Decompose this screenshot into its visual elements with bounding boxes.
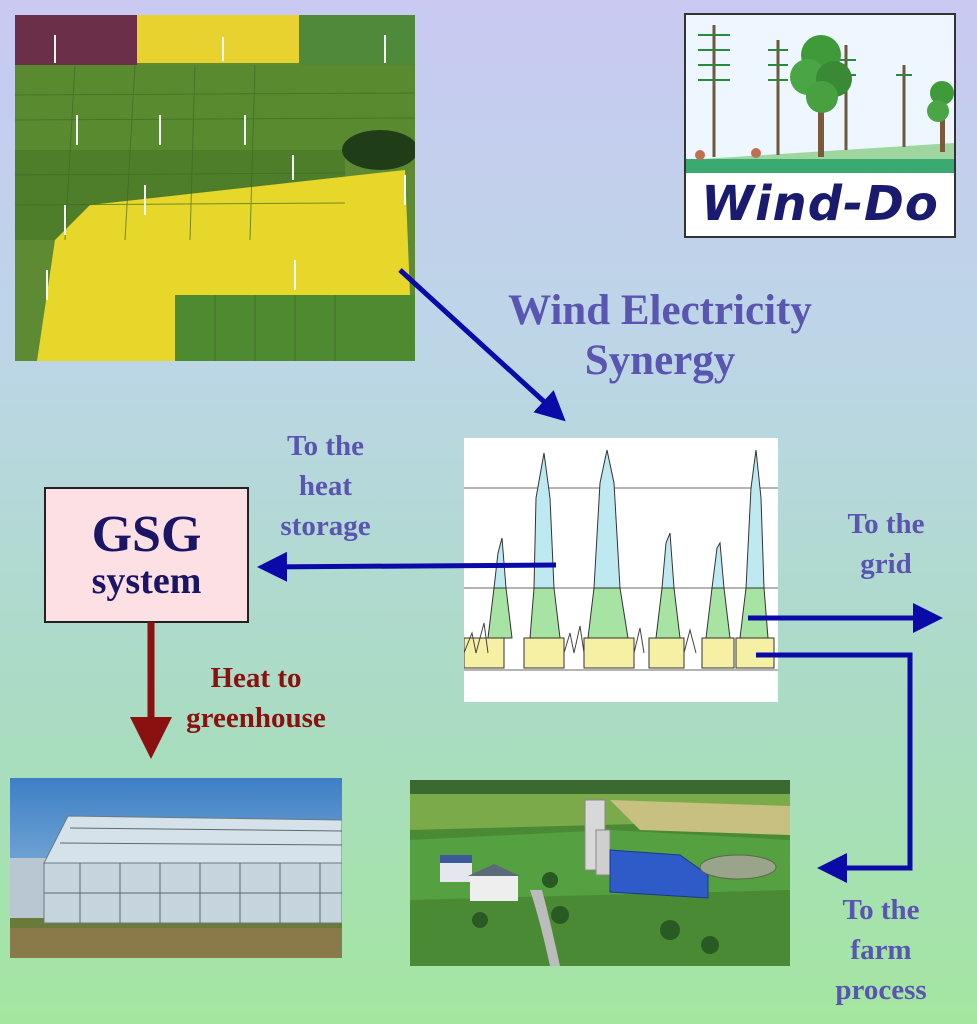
farm-photo <box>410 780 790 966</box>
gsg-subtitle: system <box>91 560 202 602</box>
label-grid: To the grid <box>820 504 952 584</box>
label-grid-line-2: grid <box>860 548 912 580</box>
wind-do-logo: Wind-Do <box>684 13 956 238</box>
title-line-2: Synergy <box>584 337 736 384</box>
arrow-fields-to-chart <box>398 268 566 422</box>
power-chart <box>464 438 778 702</box>
label-heat-storage-line-2: heat <box>298 470 353 502</box>
arrow-to-heat-storage <box>257 551 557 582</box>
label-farm-process-line-2: farm <box>850 934 912 966</box>
fields-photo <box>15 15 415 361</box>
label-farm-process-line-1: To the <box>842 894 920 926</box>
label-heat-storage: To the heat storage <box>258 426 393 546</box>
label-farm-process-line-3: process <box>835 974 927 1006</box>
diagram-title: Wind Electricity Synergy <box>440 286 880 386</box>
label-farm-process: To the farm process <box>815 890 947 1010</box>
arrow-to-farm-process <box>756 652 913 883</box>
label-heat-storage-line-3: storage <box>280 510 371 542</box>
gsg-title: GSG <box>91 506 202 563</box>
title-line-1: Wind Electricity <box>508 287 812 334</box>
gsg-system-box: GSG system <box>44 487 249 623</box>
label-heat-greenhouse-line-2: greenhouse <box>186 702 326 734</box>
label-grid-line-1: To the <box>847 508 925 540</box>
logo-text: Wind-Do <box>701 176 939 232</box>
label-heat-greenhouse-line-1: Heat to <box>210 662 302 694</box>
label-heat-storage-line-1: To the <box>286 430 365 462</box>
greenhouse-photo <box>10 778 342 958</box>
label-heat-greenhouse: Heat to greenhouse <box>160 658 352 738</box>
